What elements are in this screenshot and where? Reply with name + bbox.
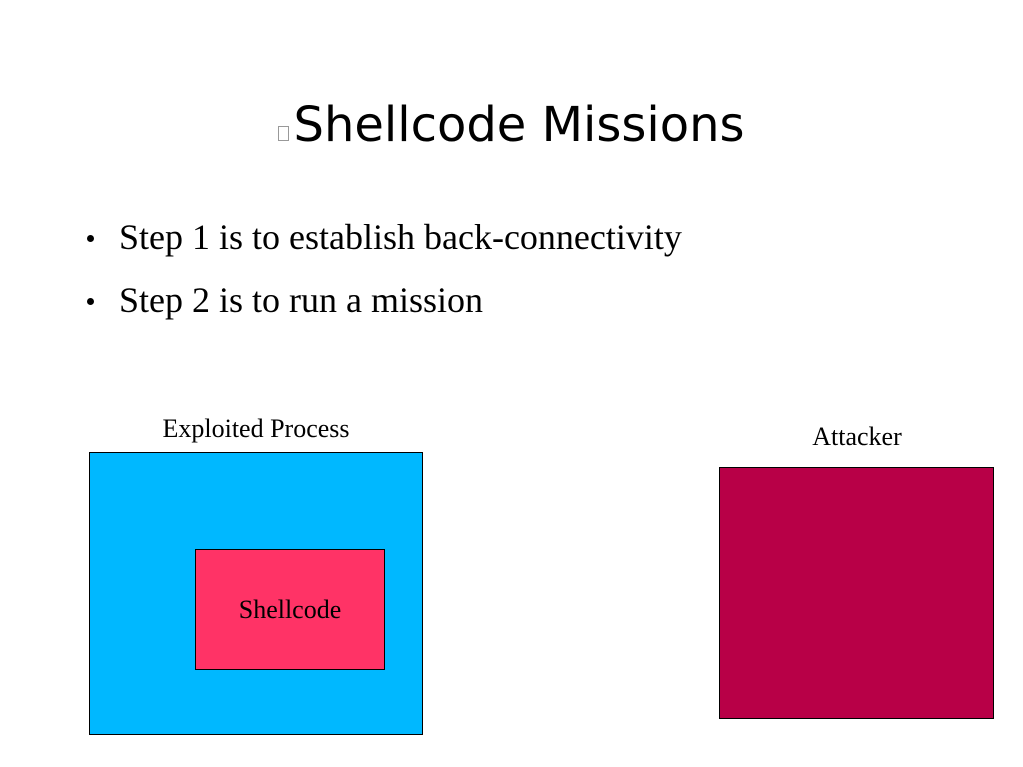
bullet-dot-icon: [87, 235, 94, 242]
slide-title: Shellcode Missions: [0, 92, 1023, 158]
bullet-list: Step 1 is to establish back-connectivity…: [84, 214, 682, 340]
attacker-label: Attacker: [812, 422, 902, 451]
shellcode-label: Shellcode: [238, 594, 342, 624]
bullet-text: Step 1 is to establish back-connectivity: [119, 217, 682, 257]
shellcode-box: Shellcode: [195, 549, 385, 670]
bullet-dot-icon: [87, 298, 94, 305]
bullet-text: Step 2 is to run a mission: [119, 280, 484, 320]
slide-title-text: Shellcode Missions: [293, 97, 745, 153]
missing-glyph-icon: [278, 126, 290, 141]
attacker-box: [719, 467, 994, 719]
exploited-process-label: Exploited Process: [162, 414, 350, 443]
bullet-item: Step 1 is to establish back-connectivity: [84, 214, 682, 260]
bullet-item: Step 2 is to run a mission: [84, 277, 682, 323]
